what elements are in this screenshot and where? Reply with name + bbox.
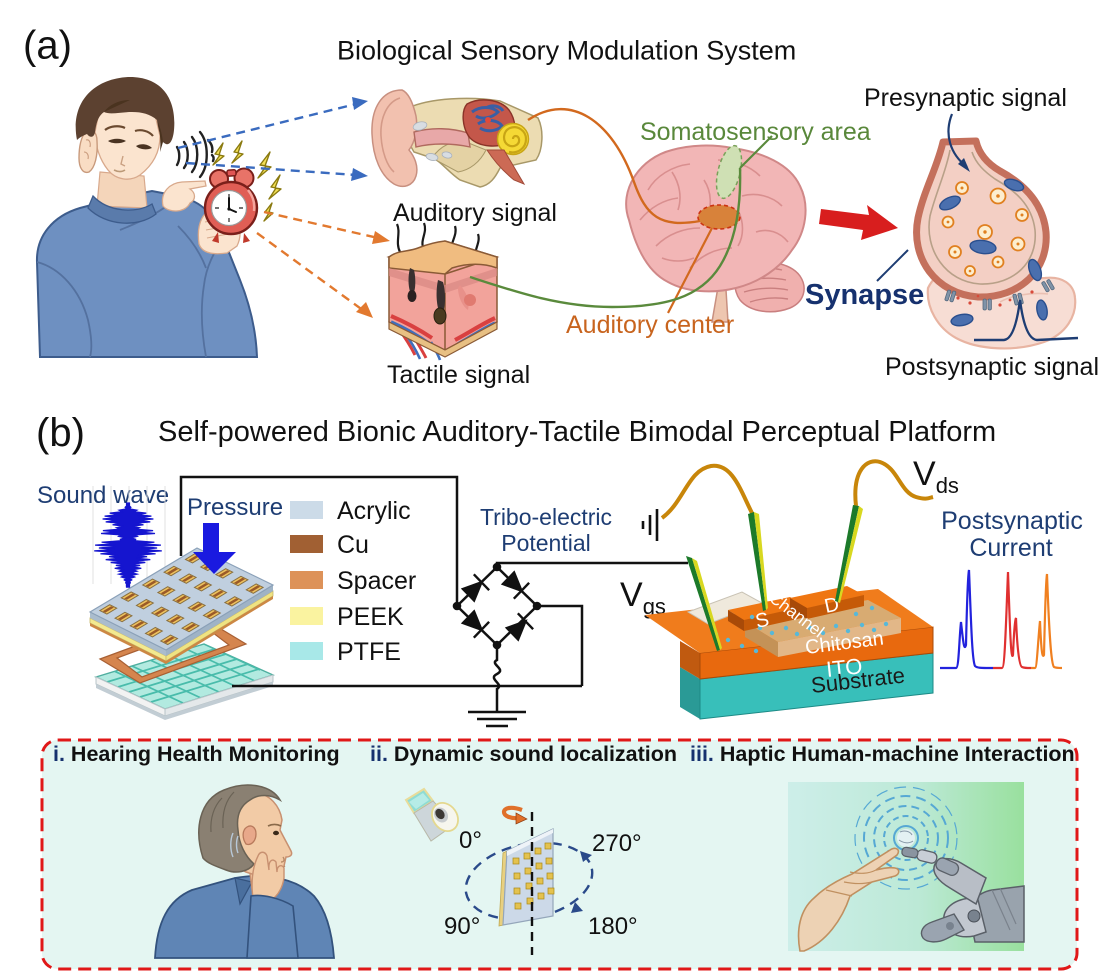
svg-text:Auditory center: Auditory center <box>566 311 734 339</box>
svg-text:Acrylic: Acrylic <box>337 497 411 525</box>
svg-text:S: S <box>753 609 771 633</box>
svg-text:Postsynaptic signal: Postsynaptic signal <box>885 353 1099 381</box>
svg-text:0°: 0° <box>459 827 482 854</box>
svg-text:Presynaptic signal: Presynaptic signal <box>864 84 1067 112</box>
svg-text:ITO: ITO <box>825 653 864 682</box>
svg-text:(b): (b) <box>36 411 85 455</box>
svg-text:i. Hearing Health Monitoring: i. Hearing Health Monitoring <box>53 742 340 766</box>
svg-text:PTFE: PTFE <box>337 638 401 666</box>
svg-text:(a): (a) <box>23 24 72 68</box>
svg-text:Tribo-electric: Tribo-electric <box>480 504 612 530</box>
svg-text:PEEK: PEEK <box>337 603 404 631</box>
svg-text:180°: 180° <box>588 913 638 940</box>
svg-text:Sound wave: Sound wave <box>37 482 169 509</box>
svg-text:270°: 270° <box>592 830 642 857</box>
svg-text:Tactile signal: Tactile signal <box>387 361 530 389</box>
svg-text:Self-powered Bionic Auditory-T: Self-powered Bionic Auditory-Tactile Bim… <box>158 416 996 448</box>
svg-text:Biological Sensory Modulation: Biological Sensory Modulation System <box>337 36 796 66</box>
svg-text:Synapse: Synapse <box>805 279 924 311</box>
svg-text:Cu: Cu <box>337 531 369 559</box>
svg-text:Somatosensory area: Somatosensory area <box>640 118 871 146</box>
svg-text:ii. Dynamic sound localization: ii. Dynamic sound localization <box>370 742 677 766</box>
svg-text:Spacer: Spacer <box>337 567 416 595</box>
svg-text:Current: Current <box>969 534 1052 562</box>
svg-text:Potential: Potential <box>501 530 591 556</box>
svg-text:Pressure: Pressure <box>187 494 283 521</box>
svg-text:Auditory signal: Auditory signal <box>393 199 557 227</box>
svg-text:Postsynaptic: Postsynaptic <box>941 507 1083 535</box>
svg-text:90°: 90° <box>444 913 480 940</box>
svg-text:iii. Haptic Human-machine Inte: iii. Haptic Human-machine Interaction <box>690 742 1075 766</box>
